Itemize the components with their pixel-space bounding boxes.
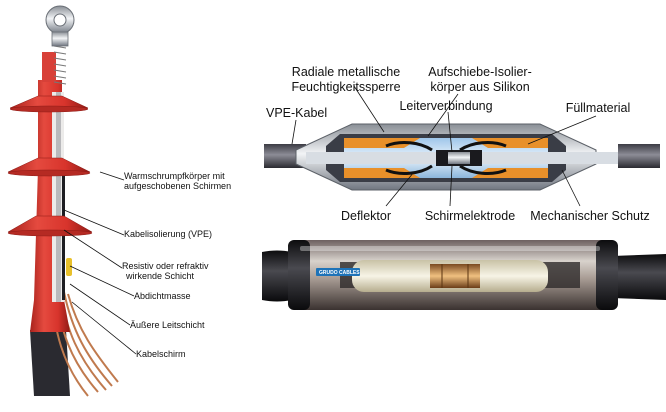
label-leiterverbindung: Leiterverbindung: [399, 99, 492, 113]
photo-cable-left: [262, 250, 292, 302]
top-sleeve: [42, 52, 56, 82]
label-warmschrumpf-1: Warmschrumpfkörper mit: [124, 171, 225, 181]
cable-end-right: [618, 144, 660, 168]
schirme-sheds: [7, 95, 93, 237]
label-aufschiebe-2: körper aus Silikon: [430, 80, 529, 94]
joint-leaders: [291, 85, 597, 207]
deflektor-right-top: [459, 141, 507, 152]
photo-copper-connector: [430, 264, 480, 288]
photo-cap-left: [288, 240, 310, 310]
label-resistiv-2: wirkende Schicht: [125, 271, 195, 281]
conductor-left: [306, 152, 446, 164]
label-radiale-2: Feuchtigkeitssperre: [291, 80, 400, 94]
shed-3: [7, 215, 93, 233]
abdichtmasse-patch: [66, 258, 72, 276]
brand-logo: [316, 268, 360, 276]
label-warmschrumpf-2: aufgeschobenen Schirmen: [124, 181, 231, 191]
fuellmaterial-bottom-right: [472, 168, 548, 178]
leiterverbindung: [448, 152, 470, 164]
fuellmaterial-top-left: [344, 138, 420, 148]
label-aeussere-leitschicht: Äußere Leitschicht: [130, 320, 205, 330]
cutaway-conductor: [56, 92, 61, 302]
brand-text: GRUDO CABLES: [319, 270, 360, 276]
deflektor-left-bottom: [385, 164, 433, 175]
label-abdichtmasse: Abdichtmasse: [134, 291, 191, 301]
cable-lug: [45, 5, 75, 47]
label-radiale-1: Radiale metallische: [292, 65, 400, 79]
joint-schematic: Radiale metallische Feuchtigkeitssperre …: [264, 65, 660, 223]
label-vpe-kabel: VPE-Kabel: [266, 106, 327, 120]
photo-highlight: [300, 246, 600, 251]
label-kabelisolierung: Kabelisolierung (VPE): [124, 229, 212, 239]
photo-cap-right: [596, 240, 618, 310]
deflektor-left-top: [385, 141, 433, 152]
label-mechanischer-schutz: Mechanischer Schutz: [530, 209, 650, 223]
fuellmaterial-bottom-left: [344, 168, 420, 178]
label-schirmelektrode: Schirmelektrode: [425, 209, 515, 223]
fuellmaterial-top-right: [472, 138, 548, 148]
label-deflektor: Deflektor: [341, 209, 391, 223]
photo-cable-right: [612, 254, 666, 300]
deflektor-right-bottom: [459, 164, 507, 175]
conductor-right: [446, 152, 618, 164]
cable-jacket: [30, 330, 70, 396]
joint-photo: GRUDO CABLES: [262, 240, 666, 310]
label-aufschiebe-1: Aufschiebe-Isolier-: [428, 65, 532, 79]
termination-illustration: Warmschrumpfkörper mit aufgeschobenen Sc…: [7, 5, 231, 397]
termination-leaders: [63, 171, 137, 355]
label-resistiv-1: Resistiv oder refraktiv: [122, 261, 209, 271]
label-kabelschirm: Kabelschirm: [136, 349, 186, 359]
label-fuellmaterial: Füllmaterial: [566, 101, 631, 115]
